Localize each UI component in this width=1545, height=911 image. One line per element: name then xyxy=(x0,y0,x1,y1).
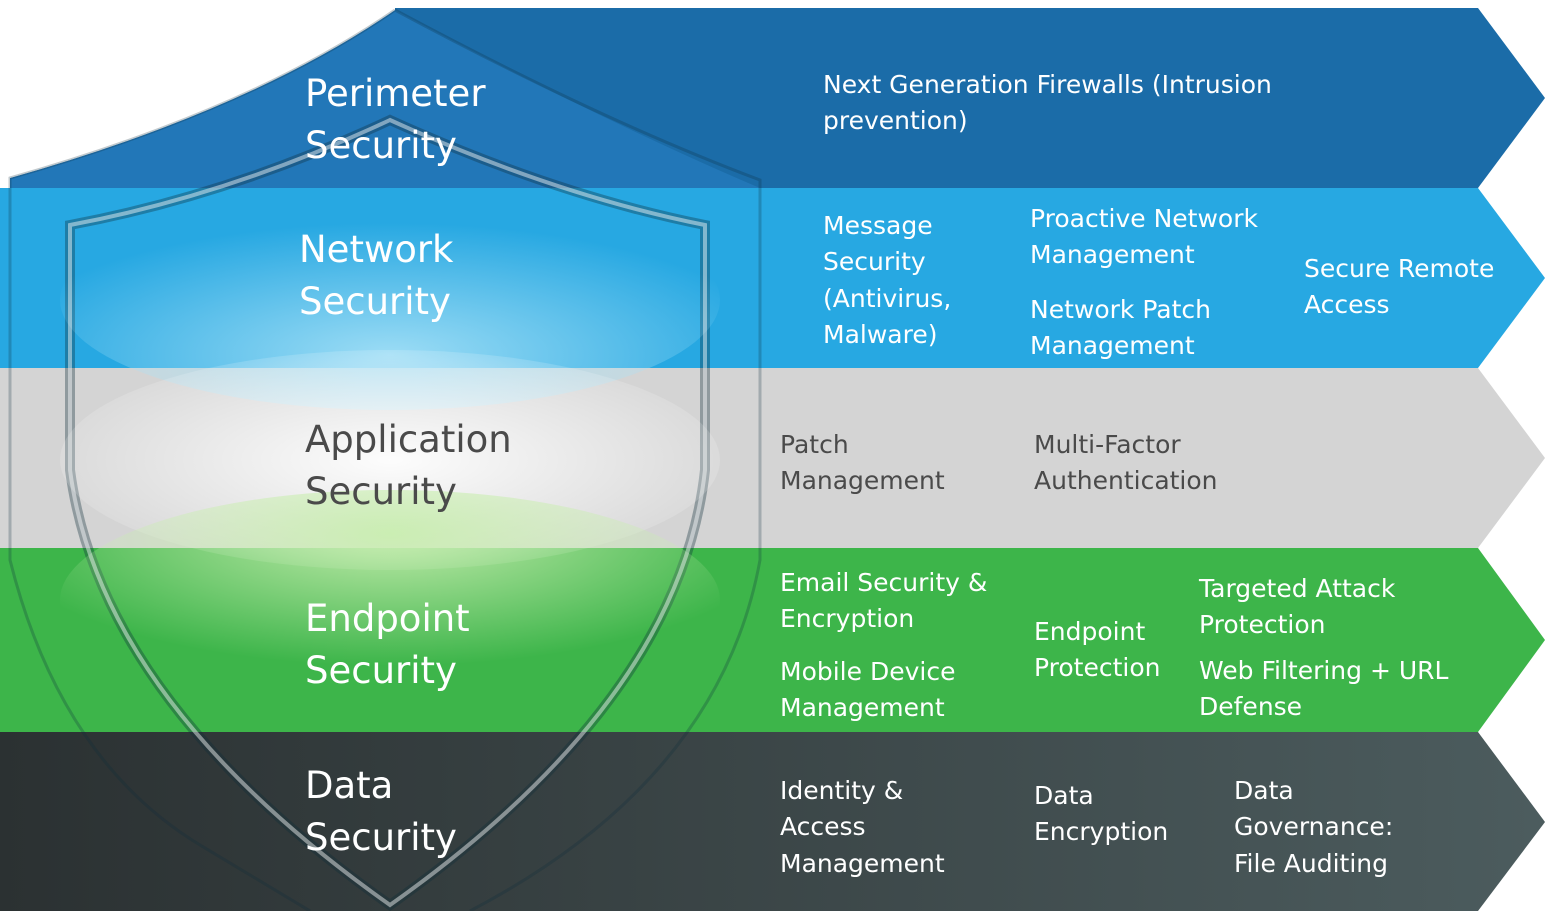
item-web-filtering-url-defense: Web Filtering + URL Defense xyxy=(1199,653,1448,726)
item-mobile-device-management: Mobile Device Management xyxy=(780,654,955,727)
layer-name-line: Security xyxy=(305,648,457,692)
item-line: Data xyxy=(1034,781,1094,810)
item-email-security-encryption: Email Security & Encryption xyxy=(780,565,987,638)
item-line: Access xyxy=(780,812,866,842)
layer-name-endpoint: Endpoint Security xyxy=(305,593,470,697)
layer-name-line: Security xyxy=(299,279,451,323)
item-line: Next Generation Firewalls (Intrusion xyxy=(823,70,1272,99)
item-line: Management xyxy=(1030,240,1195,270)
layer-name-line: Application xyxy=(305,418,512,461)
item-line: Endpoint xyxy=(1034,617,1146,646)
shield-outside-mask xyxy=(0,0,395,180)
item-data-encryption: Data Encryption xyxy=(1034,778,1168,851)
item-data-governance-file-auditing: Data Governance: File Auditing xyxy=(1234,773,1393,882)
item-network-patch-management: Network Patch Management xyxy=(1030,292,1211,365)
item-line: Proactive Network xyxy=(1030,204,1258,233)
item-identity-access-management: Identity & Access Management xyxy=(780,773,945,882)
layer-name-line: Perimeter xyxy=(305,72,486,115)
item-next-generation-firewalls: Next Generation Firewalls (Intrusion pre… xyxy=(823,67,1272,140)
layer-name-line: Endpoint xyxy=(305,597,470,640)
item-line: Encryption xyxy=(780,604,915,634)
layer-name-line: Security xyxy=(305,815,457,859)
item-line: Management xyxy=(780,848,945,878)
item-line: Encryption xyxy=(1034,817,1169,847)
layer-name-line: Security xyxy=(305,469,457,513)
item-line: Web Filtering + URL xyxy=(1199,656,1449,685)
item-line: (Antivirus, xyxy=(823,283,952,313)
item-line: Access xyxy=(1304,290,1390,320)
layer-name-line: Security xyxy=(305,123,457,167)
shield-outline xyxy=(8,8,762,911)
layer-name-line: Data xyxy=(305,764,394,807)
item-endpoint-protection: Endpoint Protection xyxy=(1034,614,1160,687)
item-line: Patch xyxy=(780,430,849,459)
item-line: Protection xyxy=(1034,653,1161,683)
item-line: Message xyxy=(823,211,933,240)
item-line: Data xyxy=(1234,776,1294,805)
item-line: Management xyxy=(1030,331,1195,361)
layer-name-network: Network Security xyxy=(299,224,454,328)
item-line: Email Security & xyxy=(780,568,988,597)
item-line: Network Patch xyxy=(1030,295,1211,324)
item-line: Mobile Device xyxy=(780,657,956,686)
item-line: Protection xyxy=(1199,610,1326,640)
item-secure-remote-access: Secure Remote Access xyxy=(1304,251,1494,324)
band-data xyxy=(0,732,1545,911)
item-line: Identity & xyxy=(780,776,904,805)
item-line: Secure Remote xyxy=(1304,254,1495,283)
item-line: Authentication xyxy=(1034,466,1218,496)
shield-inner xyxy=(65,114,710,911)
layer-name-data: Data Security xyxy=(305,760,457,864)
item-targeted-attack-protection: Targeted Attack Protection xyxy=(1199,571,1395,644)
item-message-security: Message Security (Antivirus, Malware) xyxy=(823,208,951,353)
item-line: Multi-Factor xyxy=(1034,430,1181,459)
item-line: Management xyxy=(780,693,945,723)
item-line: Management xyxy=(780,466,945,496)
item-line: Defense xyxy=(1199,692,1303,722)
item-multi-factor-authentication: Multi-Factor Authentication xyxy=(1034,427,1218,500)
item-proactive-network-management: Proactive Network Management xyxy=(1030,201,1258,274)
band-perimeter xyxy=(395,8,1545,188)
item-line: Targeted Attack xyxy=(1199,574,1396,603)
item-line: prevention) xyxy=(823,106,968,136)
layer-name-perimeter: Perimeter Security xyxy=(305,68,486,172)
item-line: File Auditing xyxy=(1234,848,1389,878)
item-patch-management: Patch Management xyxy=(780,427,945,500)
layer-name-application: Application Security xyxy=(305,414,512,518)
item-line: Malware) xyxy=(823,319,938,349)
item-line: Governance: xyxy=(1234,812,1394,842)
shield-cap xyxy=(10,10,760,188)
layer-name-line: Network xyxy=(299,228,454,271)
item-line: Security xyxy=(823,247,926,277)
